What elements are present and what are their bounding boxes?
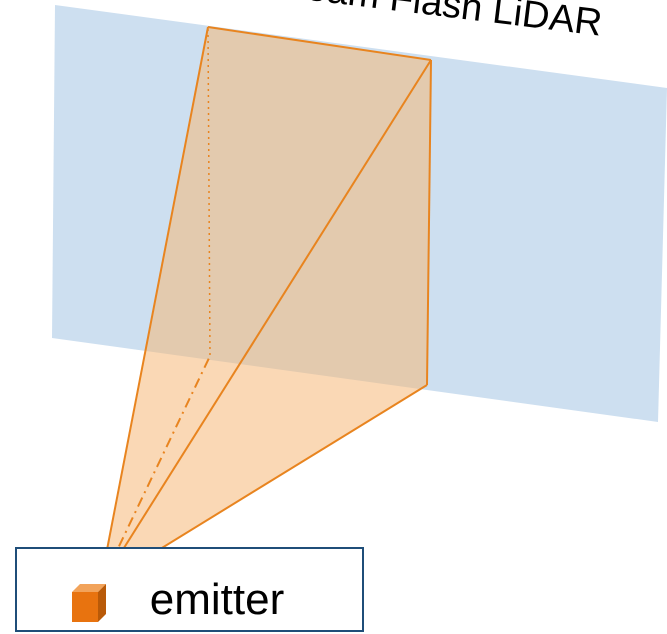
beam-edge-left — [99, 26, 209, 587]
beam-cone — [100, 27, 431, 586]
hidden-vertical-edge — [207, 28, 211, 357]
beam-edge-diagonal — [99, 59, 432, 587]
emitter-label: emitter — [150, 575, 284, 624]
patch-top-edge — [207, 26, 432, 61]
patch-right-edge — [426, 59, 432, 386]
diagram-title: Beam Flash LiDAR — [279, 0, 605, 45]
emitter-cube-icon — [72, 584, 106, 622]
